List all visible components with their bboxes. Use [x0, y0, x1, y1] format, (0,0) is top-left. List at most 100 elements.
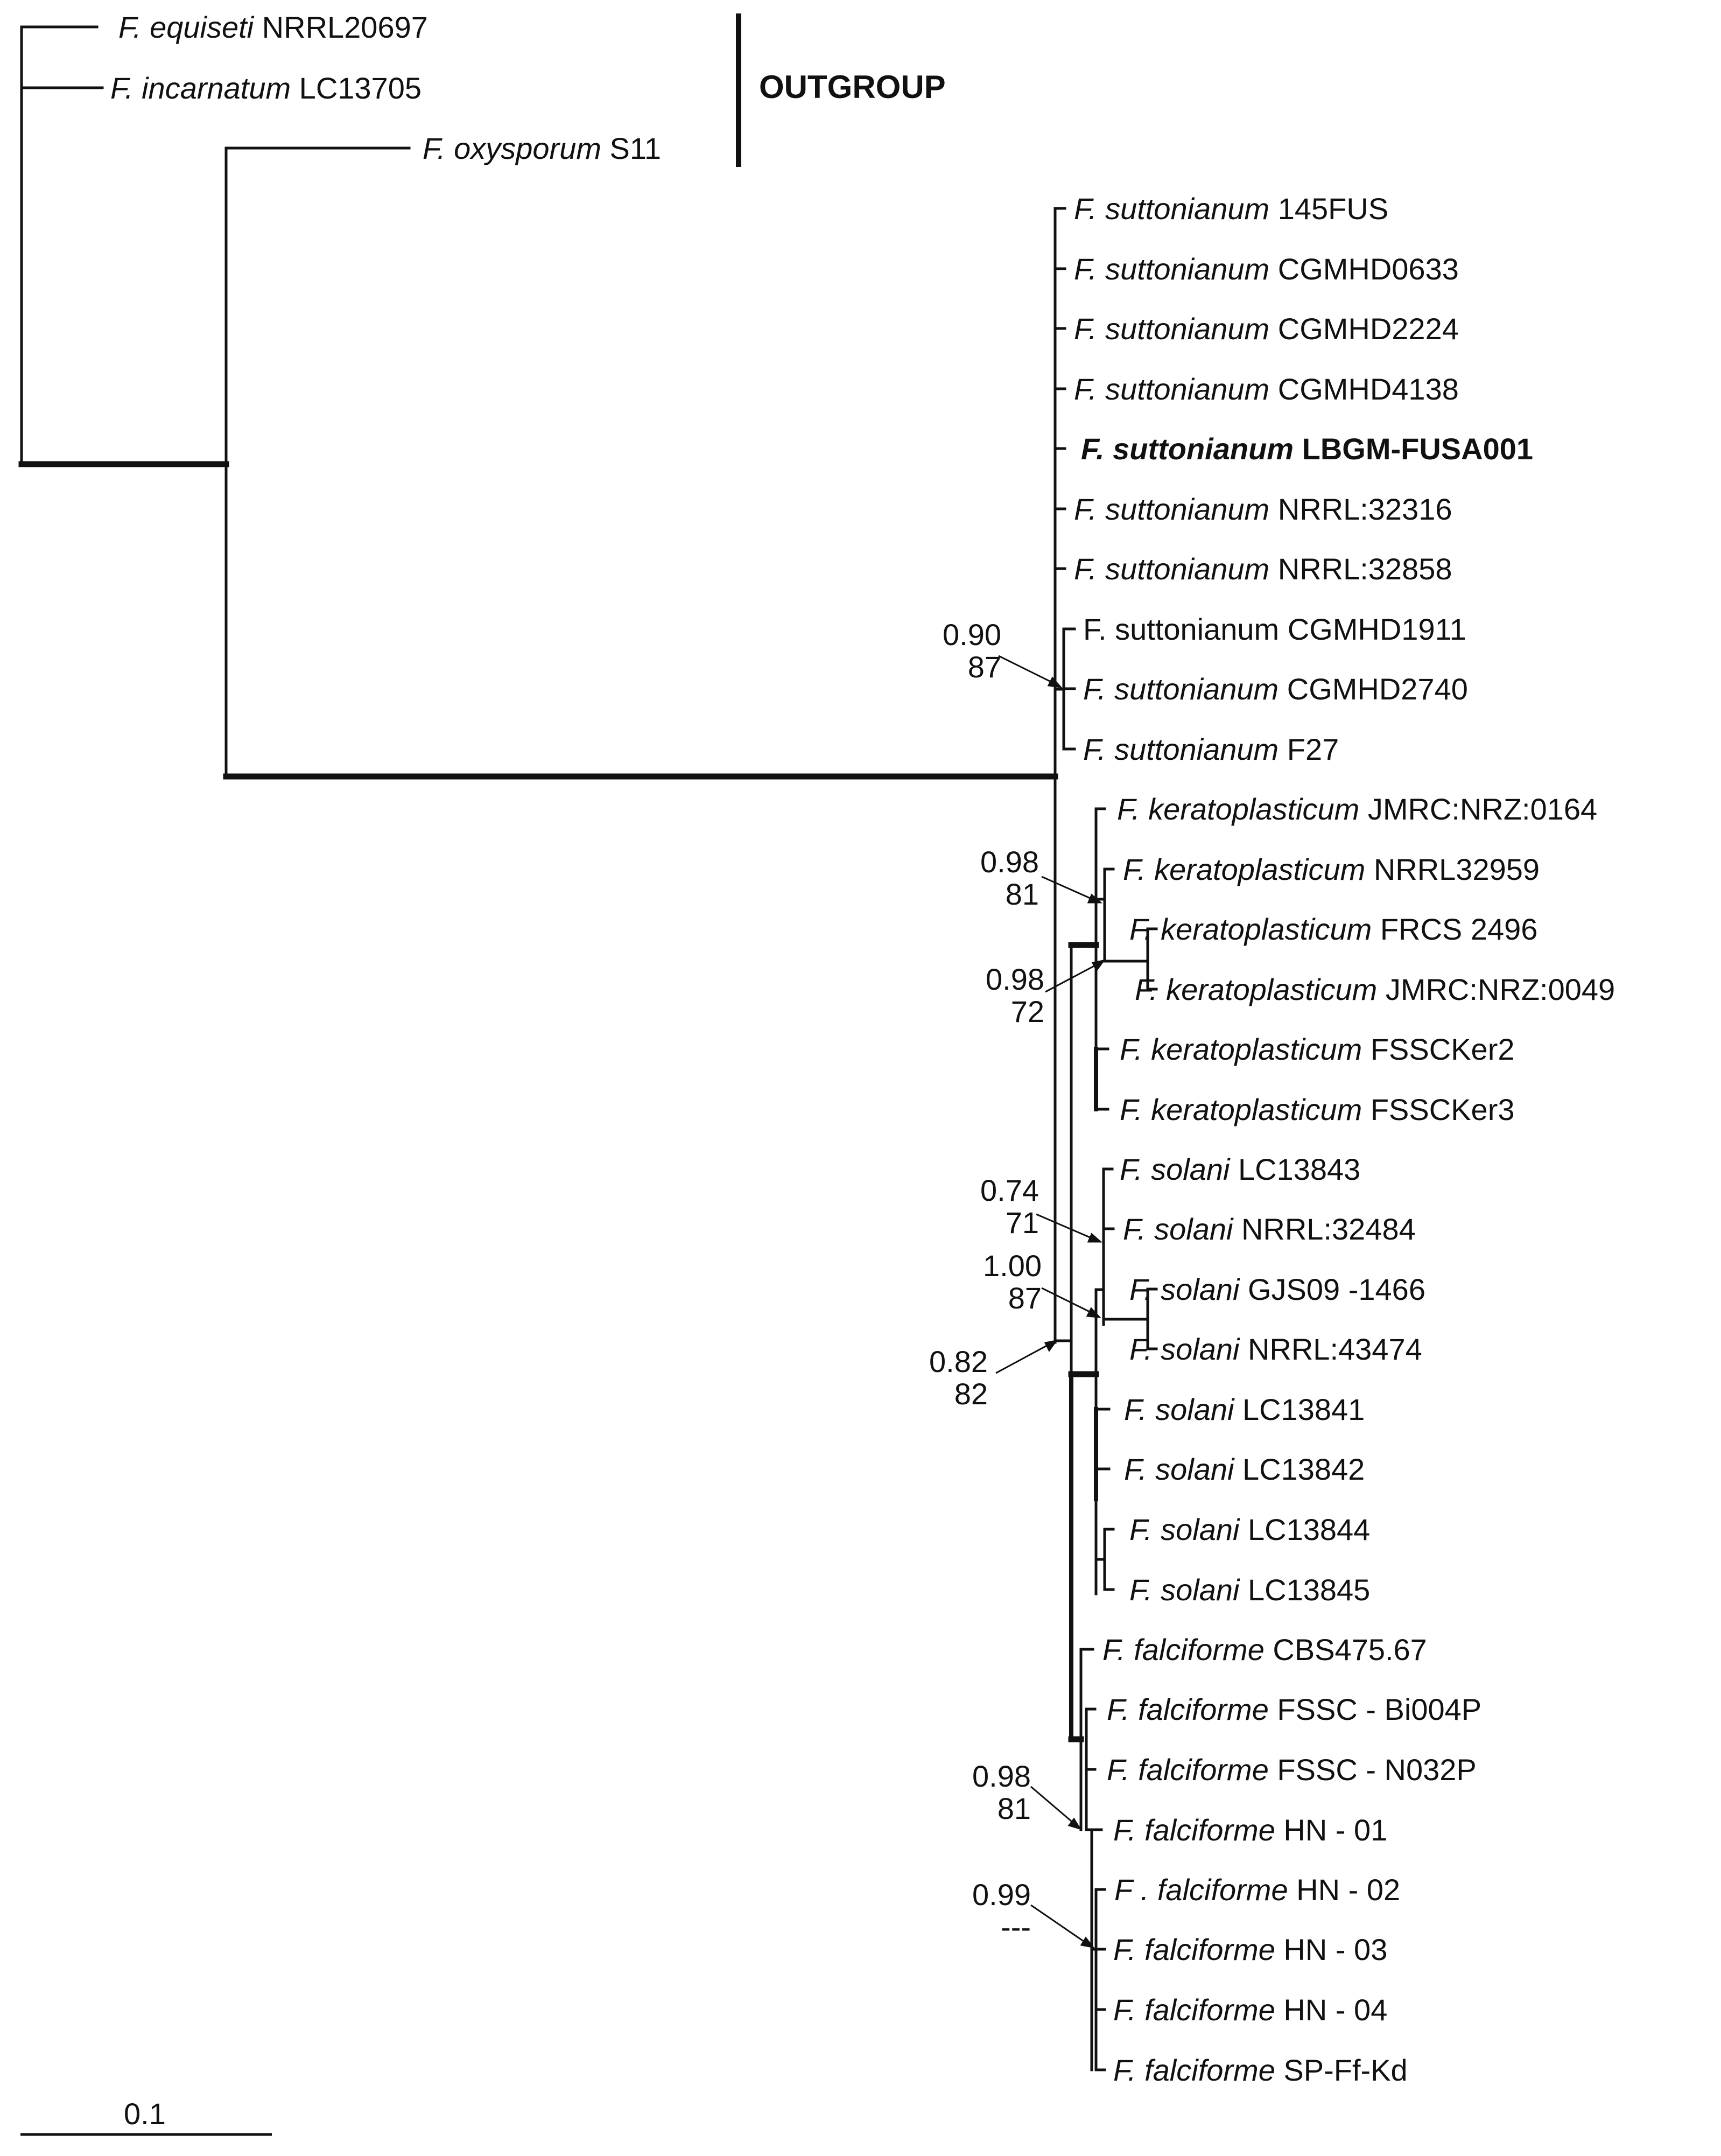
taxon-label: F. suttonianum CGMHD2224 [1074, 312, 1459, 346]
taxon-species: F. incarnatum [110, 71, 291, 105]
taxon-strain: HN - 02 [1288, 1873, 1401, 1907]
taxon-species: F. suttonianum [1083, 612, 1279, 646]
posterior-probability-label: 0.98 [980, 845, 1039, 879]
taxon-label: F. suttonianum F27 [1083, 732, 1339, 766]
arrow-shaft-8 [1030, 1904, 1088, 1945]
taxon-species: F. keratoplasticum [1129, 912, 1372, 946]
taxon-strain: LC13705 [291, 71, 422, 105]
taxon-strain: NRRL:43474 [1239, 1332, 1422, 1366]
taxon-strain: HN - 01 [1275, 1813, 1388, 1847]
taxon-strain: CGMHD2740 [1279, 672, 1468, 706]
taxon-strain: NRRL32959 [1365, 852, 1540, 886]
taxon-species: F. keratoplasticum [1123, 852, 1365, 886]
taxon-species: F. keratoplasticum [1135, 972, 1377, 1006]
taxon-strain: CGMHD1911 [1279, 612, 1466, 646]
taxon-label: F. keratoplasticum FSSCKer2 [1120, 1032, 1514, 1066]
outgroup-label: OUTGROUP [759, 69, 946, 105]
taxon-species: F. solani [1124, 1392, 1235, 1426]
taxon-label: F. falciforme HN - 04 [1113, 1993, 1387, 2027]
taxon-species: F. falciforme [1113, 1993, 1275, 2027]
taxon-strain: SP-Ff-Kd [1275, 2053, 1408, 2087]
taxon-species: F. suttonianum [1074, 252, 1269, 286]
taxon-label: F. suttonianum LBGM-FUSA001 [1081, 432, 1533, 466]
taxon-label: F. suttonianum CGMHD4138 [1074, 372, 1459, 406]
taxon-label: F. incarnatum LC13705 [110, 71, 422, 105]
taxon-strain: FSSC - N032P [1269, 1753, 1477, 1787]
taxon-label: F. falciforme HN - 01 [1113, 1813, 1387, 1847]
arrowhead-1 [1047, 676, 1063, 689]
taxon-species: F. keratoplasticum [1120, 1032, 1362, 1066]
posterior-probability-label: 1.00 [983, 1249, 1042, 1283]
taxon-label: F. suttonianum CGMHD2740 [1083, 672, 1468, 706]
taxon-label: F. equiseti NRRL20697 [118, 10, 428, 44]
taxon-label: F. suttonianum CGMHD0633 [1074, 252, 1459, 286]
taxon-species: F. suttonianum [1083, 732, 1279, 766]
taxon-species: F. falciforme [1107, 1692, 1269, 1726]
taxon-label: F. falciforme FSSC - N032P [1107, 1753, 1477, 1787]
taxon-species: F. falciforme [1107, 1753, 1269, 1787]
bootstrap-label: --- [1001, 1910, 1031, 1944]
bootstrap-label: 81 [998, 1791, 1031, 1825]
support-arrows [995, 655, 1106, 1949]
taxon-species: F. suttonianum [1074, 492, 1269, 526]
taxon-strain: LC13845 [1239, 1573, 1370, 1607]
taxon-label: F. keratoplasticum FSSCKer3 [1120, 1093, 1514, 1126]
arrow-shaft-7 [1030, 1786, 1076, 1825]
posterior-probability-label: 0.90 [943, 618, 1001, 652]
arrowhead-5 [1086, 1307, 1101, 1318]
arrowhead-4 [1087, 1233, 1102, 1243]
taxon-label: F. falciforme HN - 03 [1113, 1933, 1387, 1966]
taxon-species: F. solani [1129, 1272, 1240, 1306]
taxon-species: F . falciforme [1114, 1873, 1288, 1907]
taxon-species: F. suttonianum [1081, 432, 1294, 466]
taxon-species: F. suttonianum [1074, 312, 1269, 346]
taxon-strain: HN - 04 [1275, 1993, 1388, 2027]
taxon-labels: F. equiseti NRRL20697 F. incarnatum LC137… [110, 10, 1615, 2087]
taxon-label: F. keratoplasticum NRRL32959 [1123, 852, 1540, 886]
taxon-strain: GJS09 -1466 [1239, 1272, 1425, 1306]
posterior-probability-label: 0.82 [929, 1345, 988, 1378]
arrow-shaft-4 [1036, 1213, 1095, 1241]
taxon-strain: LC13841 [1234, 1392, 1365, 1426]
bootstrap-label: 71 [1006, 1206, 1039, 1240]
taxon-strain: LBGM-FUSA001 [1294, 432, 1533, 466]
posterior-probability-label: 0.99 [972, 1878, 1031, 1912]
taxon-strain: F27 [1279, 732, 1339, 766]
taxon-label: F. keratoplasticum JMRC:NRZ:0164 [1117, 792, 1597, 826]
posterior-probability-label: 0.74 [980, 1173, 1039, 1207]
taxon-label: F. solani GJS09 -1466 [1129, 1272, 1425, 1306]
arrowhead-8 [1080, 1936, 1095, 1949]
taxon-label: F. keratoplasticum FRCS 2496 [1129, 912, 1537, 946]
taxon-label: F . falciforme HN - 02 [1114, 1873, 1400, 1907]
taxon-strain: 145FUS [1269, 192, 1388, 226]
taxon-species: F. falciforme [1113, 1813, 1275, 1847]
support-labels: 0.90870.98810.98720.74711.00870.82820.98… [929, 618, 1044, 1944]
taxon-label: F. solani NRRL:32484 [1123, 1212, 1416, 1246]
taxon-species: F. suttonianum [1074, 372, 1269, 406]
arrowhead-6 [1044, 1339, 1058, 1352]
posterior-probability-label: 0.98 [972, 1759, 1031, 1793]
taxon-species: F. solani [1120, 1152, 1231, 1186]
arrow-shaft-2 [1041, 876, 1095, 901]
taxon-species: F. keratoplasticum [1117, 792, 1359, 826]
taxon-label: F. falciforme FSSC - Bi004P [1107, 1692, 1481, 1726]
taxon-strain: CBS475.67 [1265, 1633, 1427, 1667]
taxon-species: F. keratoplasticum [1120, 1093, 1362, 1126]
taxon-species: F. falciforme [1102, 1633, 1265, 1667]
taxon-label: F. solani LC13842 [1124, 1452, 1365, 1486]
taxon-label: F. solani NRRL:43474 [1129, 1332, 1422, 1366]
taxon-label: F. suttonianum CGMHD1911 [1083, 612, 1466, 646]
taxon-species: F. falciforme [1113, 1933, 1275, 1966]
arrow-shaft-6 [995, 1342, 1051, 1374]
taxon-species: F. solani [1129, 1332, 1240, 1366]
taxon-strain: JMRC:NRZ:0164 [1359, 792, 1597, 826]
taxon-strain: NRRL:32484 [1233, 1212, 1415, 1246]
taxon-strain: JMRC:NRZ:0049 [1377, 972, 1615, 1006]
bootstrap-label: 87 [968, 650, 1001, 684]
scale-bar-label: 0.1 [124, 2097, 166, 2131]
arrow-shaft-3 [1045, 963, 1099, 993]
taxon-species: F. solani [1123, 1212, 1234, 1246]
taxon-species: F. solani [1129, 1513, 1240, 1546]
taxon-label: F. suttonianum 145FUS [1074, 192, 1388, 226]
taxon-species: F. equiseti [118, 10, 255, 44]
